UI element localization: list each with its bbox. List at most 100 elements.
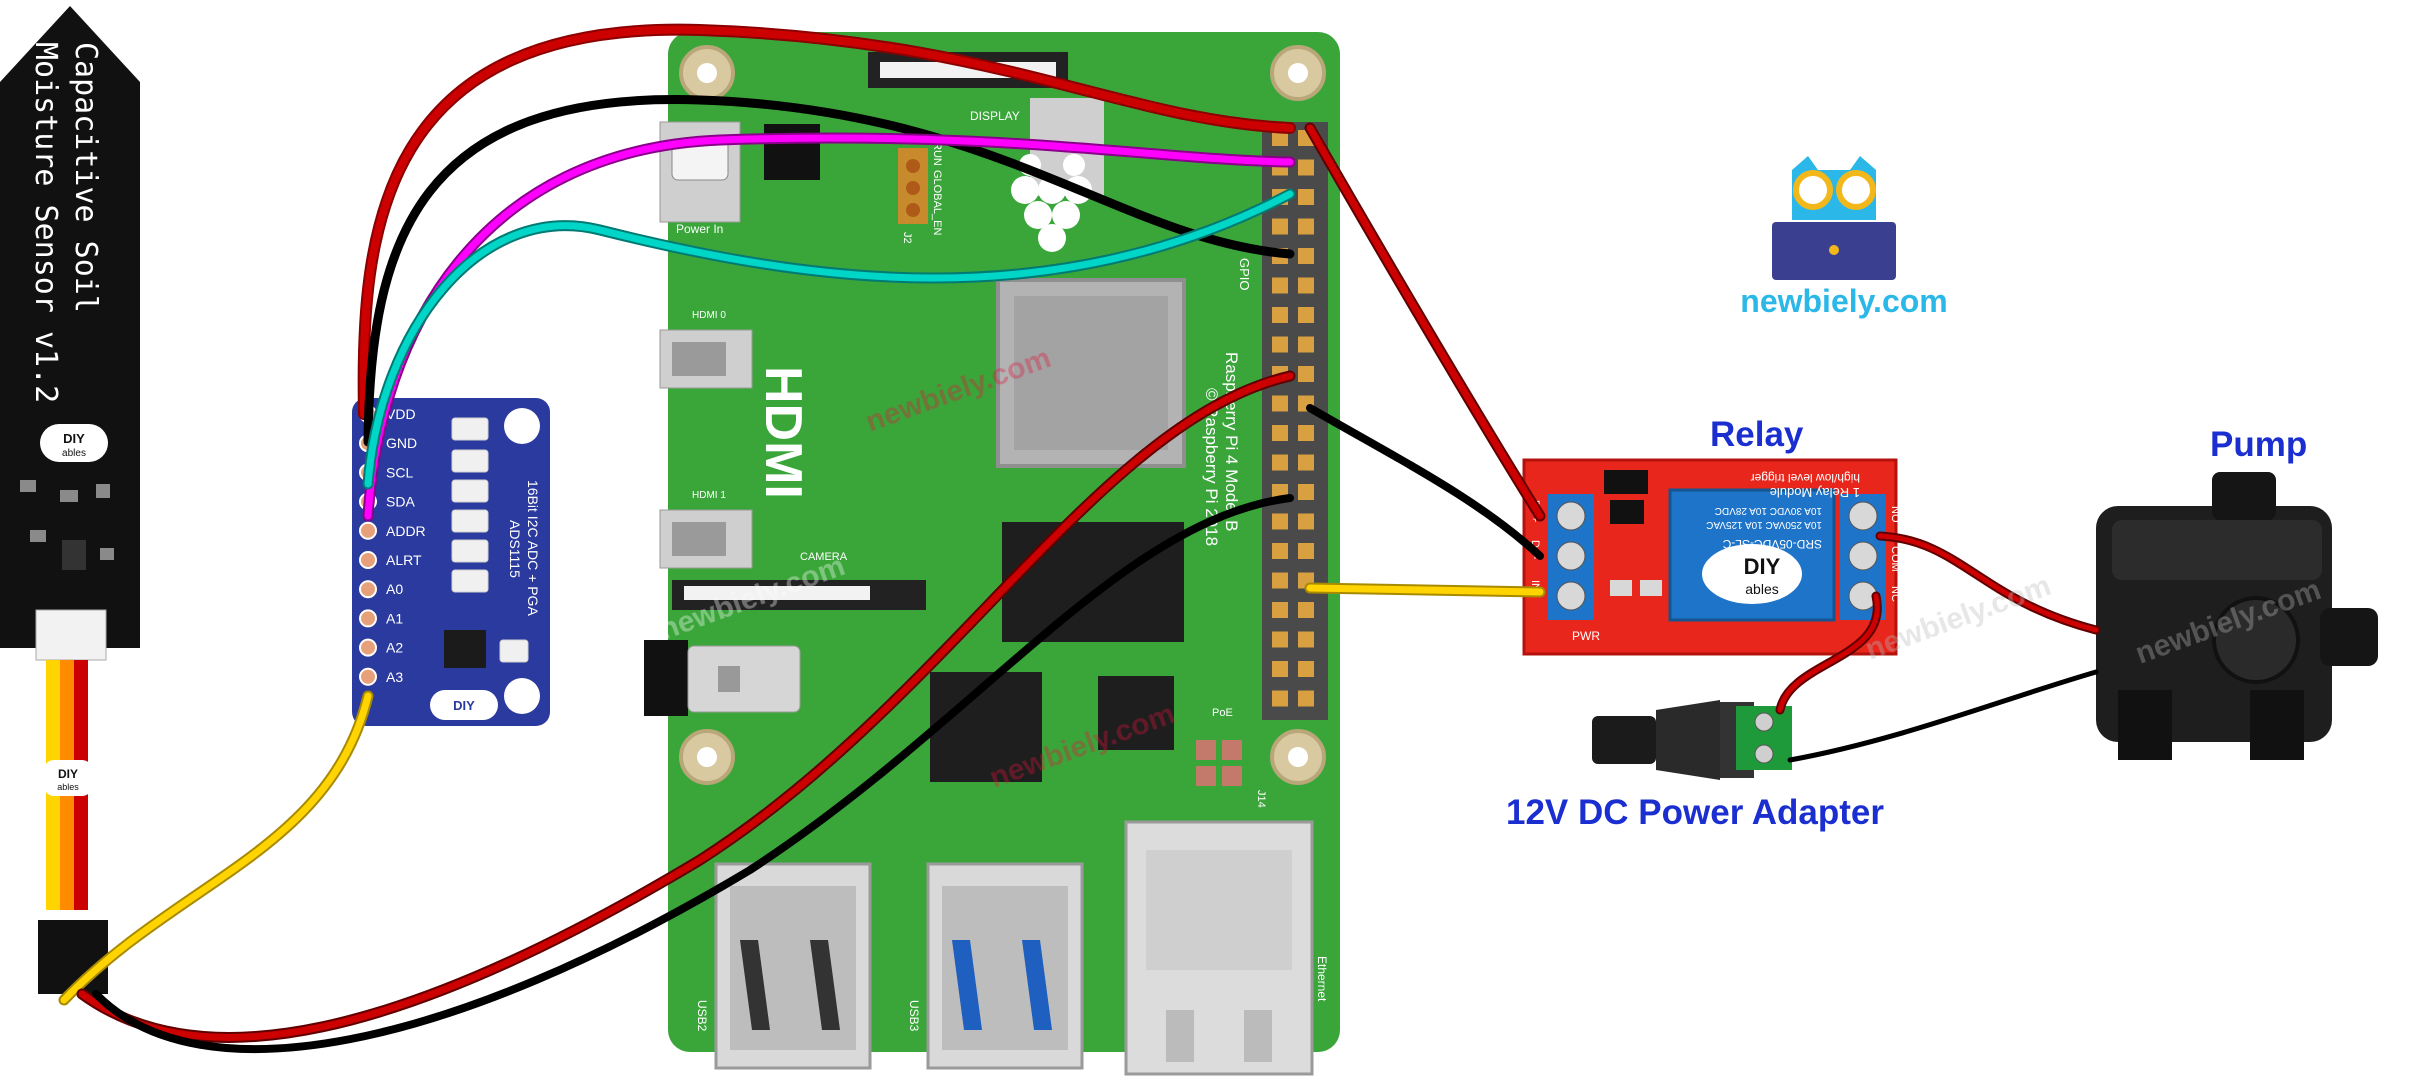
adc-pin-pad: [359, 638, 377, 657]
hdmi-silkscreen: HDMI: [754, 366, 812, 499]
wire-sensor-gnd: [92, 494, 1294, 1054]
brand-logo: newbiely.com: [1740, 156, 1948, 319]
j14-label: J14: [1255, 790, 1267, 808]
usb2-port: [714, 862, 872, 1070]
gpio-pin: [1272, 690, 1288, 707]
dc-power-adapter: [1592, 700, 1792, 780]
gpio-pin: [1298, 631, 1314, 648]
adc-pin-label: SDA: [386, 494, 415, 510]
ram-chip: [1002, 522, 1184, 642]
adc-pin-label: ALRT: [386, 552, 422, 568]
wires: [58, 23, 2101, 1054]
gpio-pin: [1298, 366, 1314, 382]
adc-chip: [444, 630, 486, 668]
sensor-cable-plug: [38, 920, 108, 994]
ethernet-port: [1124, 820, 1314, 1076]
adc-pin-label: GND: [386, 435, 417, 451]
gpio-pin: [1298, 307, 1314, 323]
camera-label: CAMERA: [800, 551, 848, 563]
cable-logo-top: DIY: [58, 767, 78, 781]
sensor-connector: [35, 609, 107, 661]
ethernet-label: Ethernet: [1315, 956, 1329, 1002]
relay-logo-top: DIY: [1744, 554, 1781, 579]
gpio-pin: [1272, 631, 1288, 648]
usb-controller-chip: [930, 672, 1042, 782]
relay-pin-label-right: NC: [1889, 586, 1901, 602]
adc-diy-logo: [430, 690, 498, 720]
adc-title-line2: ADS1115: [507, 520, 523, 578]
adc-pin-label: ADDR: [386, 523, 426, 539]
power-in-label: Power In: [676, 222, 723, 236]
relay-spec3: 10A 30VDC 10A 28VDC: [1715, 505, 1822, 516]
gpio-pin: [1272, 454, 1288, 471]
gpio-pin: [1298, 543, 1314, 559]
gpio-pin: [1298, 248, 1314, 264]
sensor-logo-top: DIY: [63, 431, 85, 446]
pi-model-line2: © Raspberry Pi 2018: [1202, 388, 1221, 546]
hdmi1-label: HDMI 1: [692, 490, 726, 501]
relay-pwr-label: PWR: [1572, 629, 1600, 643]
poe-label: PoE: [1212, 707, 1233, 719]
gpio-pin: [1298, 159, 1314, 176]
relay-pin-label-right: NO: [1889, 506, 1901, 523]
soil-moisture-sensor: Capacitive Soil Moisture Sensor v1.2 DIY…: [0, 6, 140, 994]
relay-label: Relay: [1710, 415, 1804, 454]
power-adapter-label: 12V DC Power Adapter: [1506, 793, 1884, 832]
gpio-pin: [1298, 336, 1314, 353]
relay-terminal-left: [1548, 494, 1594, 620]
adc-pin-pad: [359, 521, 377, 540]
wire-adc-gnd: [363, 95, 1295, 447]
global-en-label: GLOBAL_EN: [931, 170, 943, 235]
poe-header: [1196, 740, 1242, 786]
gpio-pin: [1272, 513, 1288, 530]
adc-pin-label: A0: [386, 581, 403, 597]
relay-module: DIY ables SRD-05VDC-SL-C 10A 250VAC 10A …: [1522, 458, 1901, 656]
adc-pin-pad: [359, 667, 377, 686]
usb3-port: [926, 862, 1084, 1070]
sensor-diy-logo: [40, 424, 108, 462]
pi-model-line1: Raspberry Pi 4 Model B: [1222, 352, 1241, 532]
adc-pin-label: SCL: [386, 464, 413, 480]
gpio-pin: [1272, 336, 1288, 353]
gpio-pin: [1272, 277, 1288, 294]
relay-pin-label-left: IN: [1529, 580, 1541, 591]
sensor-logo-bottom: ables: [62, 448, 86, 459]
adc-logo: DIY: [453, 698, 475, 713]
gpio-pin: [1272, 661, 1288, 677]
gpio-pin: [1272, 425, 1288, 441]
sensor-line1: Capacitive Soil: [68, 42, 103, 313]
gpio-pin: [1272, 572, 1288, 589]
relay-spec1: SRD-05VDC-SL-C: [1722, 537, 1822, 551]
relay-logo-bottom: ables: [1745, 581, 1778, 597]
owl-laptop-icon: [1772, 156, 1896, 280]
gpio-pin: [1298, 189, 1314, 205]
gpio-pin: [1272, 218, 1288, 235]
gpio-pin: [1298, 690, 1314, 707]
audio-jack: [644, 640, 688, 716]
gpio-header: [1262, 122, 1328, 720]
mounting-holes: [679, 45, 1326, 785]
water-pump: [2096, 472, 2378, 760]
hdmi0-label: HDMI 0: [692, 310, 726, 321]
raspberry-pi-board: DISPLAY Power In RUN GLOBAL_EN J2 HDMI 0…: [644, 32, 1340, 1076]
run-label: RUN: [931, 142, 943, 166]
relay-pin-label-right: COM: [1889, 546, 1901, 572]
gpio-pin: [1272, 602, 1288, 618]
pump-label: Pump: [2210, 425, 2307, 464]
brand-text: newbiely.com: [1740, 283, 1947, 319]
gpio-pin: [1298, 425, 1314, 441]
gpio-pin: [1298, 513, 1314, 530]
adc-title-line1: 16Bit I2C ADC + PGA: [525, 480, 541, 616]
wire-adapter-pump: [1787, 669, 2099, 763]
gpio-pin: [1298, 661, 1314, 677]
adc-pin-pad: [359, 551, 377, 569]
relay-title: 1 Relay Module: [1770, 485, 1860, 500]
sensor-line2: Moisture Sensor v1.2: [28, 42, 63, 403]
wire-relay-gnd: [1306, 404, 1544, 560]
gpio-pin: [1298, 602, 1314, 618]
gpio-label: GPIO: [1237, 258, 1252, 291]
relay-subtitle: high/low level trigger: [1751, 471, 1860, 485]
gpio-pin: [1298, 484, 1314, 500]
